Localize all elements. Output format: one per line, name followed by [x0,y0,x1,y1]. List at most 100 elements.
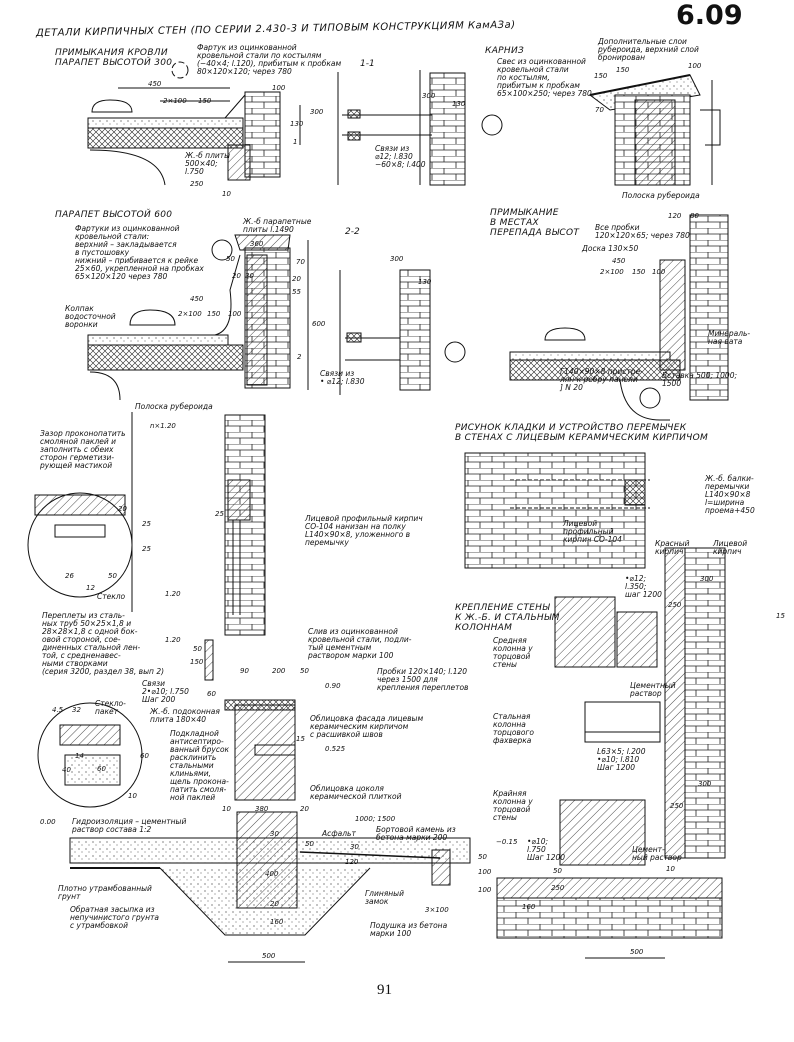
dim: 25 [142,545,151,553]
gap-sealing-note: Зазор проконопатить смоляной паклей и за… [40,429,126,470]
dim: 55 [292,288,301,296]
dim: 400 [265,870,279,878]
level-mark: n×1.20 [150,422,176,430]
dim: 120 [345,858,359,866]
lintel-beam-note: Ж.-б. балки- перемычки L140×90×8 l=ширин… [705,474,755,515]
dim: 100 [228,310,242,318]
cornice-heading: КАРНИЗ [485,46,525,56]
glass-unit-label: Стекло- пакет [95,699,126,716]
dim: 300 [698,780,712,788]
mineral-wool-note: Минераль- ная вата [708,329,751,346]
dim: 80 [690,212,699,220]
dim: 14 [75,752,84,760]
concrete-cushion-note: Подушка из бетона марки 100 [370,921,448,938]
height-step-heading: ПРИМЫКАНИЕ В МЕСТАХ ПЕРЕПАДА ВЫСОТ [490,208,580,238]
dim: 20 [292,275,301,283]
dim: 100 [272,84,286,92]
section-1-1-label: 1-1 [360,59,375,69]
parapet-300-drawing [87,61,301,186]
dim: 2×100 [178,310,202,318]
dim: 250 [670,802,684,810]
waterproofing-note: Гидроизоляция – цементный раствор состав… [72,817,187,834]
level-mark: 1.20 [165,636,181,644]
columns-heading: КРЕПЛЕНИЕ СТЕНЫ К Ж.-Б. И СТАЛЬНЫМ КОЛОН… [455,603,560,633]
dim: 200 [272,667,286,675]
profile-brick-note: Лицевой профильный кирпич СО-104 нанизан… [305,514,423,547]
dim: 25 [215,510,224,518]
ties-2-2-note: Связи из • ⌀12; l.830 [320,369,365,386]
dim: 450 [148,80,162,88]
ties-top-note: •⌀12; l.350; шаг 1200 [625,574,662,599]
section-2-2-drawing [339,269,466,395]
dim: 20 [270,900,279,908]
height-step-drawing [509,214,729,421]
dim: 20 [300,805,309,813]
window-ties-note: Связи 2•⌀10; l.750 Шаг 200 [142,679,189,704]
cement-mortar-label-2: Цемент- ный раствор [632,845,682,862]
dim: 150 [594,72,608,80]
roofing-strip-note: Полоска рубероида [135,402,213,411]
clay-lock-note: Глиняный замок [365,889,404,906]
foundation-drawing [69,811,471,963]
dim: 50 [553,867,562,875]
apron-600-note: Фартуки из оцинкованной кровельной стали… [75,224,204,281]
dim: 50 [300,667,309,675]
dim: 50 [305,840,314,848]
dim: 130 [290,120,304,128]
level-mark: −0.15 [496,838,518,846]
cornice-drawing [588,74,721,186]
dim: 130 [452,100,466,108]
dim: 30 [245,272,254,280]
dim: 600 [312,320,326,328]
dim: 90 [240,667,249,675]
dim: 120 [668,212,682,220]
dim: 50 [108,572,117,580]
dim: 1 [293,138,298,146]
dim: 50 [226,255,235,263]
dim: 1000; 1500 [355,815,396,823]
dim: 30 [270,830,279,838]
dim: 100 [652,268,666,276]
dim: 300 [390,255,404,263]
dim: 60 [97,765,106,773]
frames-note: Переплеты из сталь- ных труб 50×25×1,8 и… [42,611,165,676]
dim: 100 [478,886,492,894]
dim: 100 [688,62,702,70]
dim: 380 [255,805,269,813]
column-fastening-drawing [496,547,726,959]
angle-note: Г140×90×8 пристре- лян к ребру панели ] … [560,367,643,392]
dim: 130 [418,278,432,286]
dim: 10 [666,865,675,873]
dim: 20 [232,272,241,280]
cement-mortar-label: Цементный раствор [630,681,676,698]
dim: 500 [262,952,276,960]
end-column-note: Крайняя колонна у торцовой стены [493,789,533,822]
dim: 3×100 [425,906,449,914]
middle-column-note: Средняя колонна у торцовой стены [493,636,533,669]
dim: 40 [62,766,71,774]
dim: 70 [296,258,305,266]
backfill-note: Обратная засыпка из непучинистого грунта… [70,905,159,930]
level-mark: 1.20 [165,590,181,598]
dim: 12 [86,584,95,592]
page-number: 91 [377,982,392,998]
dim: 10 [222,805,231,813]
curb-stone-note: Бортовой камень из бетона марки 200 [376,825,456,842]
slab-note: Ж.-б плиты 500×40; l.750 [185,151,231,176]
compacted-soil-note: Плотно утрамбованный грунт [58,884,152,901]
parapet-600-drawing [87,234,309,401]
dim: 300 [310,108,324,116]
angle-ties-note: L63×5; l.200 •⌀10; l.810 Шаг 1200 [597,747,646,772]
dim: 50 [193,645,202,653]
dim: 250 [551,884,565,892]
board-note: Доска 130×50 [582,244,639,253]
page-code: 6.09 [676,0,743,31]
dim: 300 [700,575,714,583]
wedge-block-note: Подкладной антисептиро- ванный брусок ра… [170,729,230,802]
dim: 150 [190,658,204,666]
roofing-strip-note: Полоска рубероида [622,191,700,200]
section-1-1-drawing [337,70,503,186]
window-sill-drawing [37,639,296,808]
section-2-2-label: 2-2 [345,227,360,237]
